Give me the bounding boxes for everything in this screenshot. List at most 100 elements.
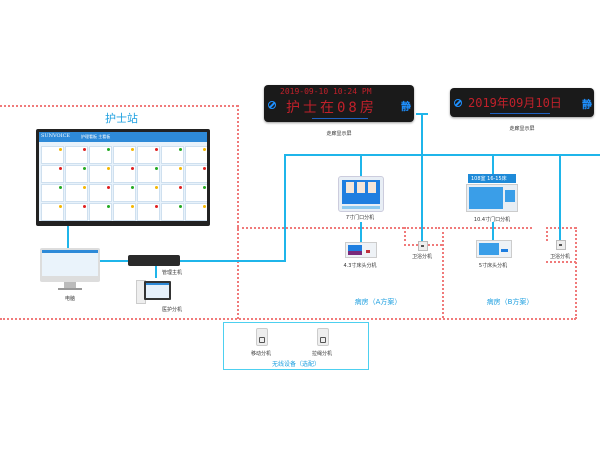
mobile-extension-label: 移动分机 <box>250 351 272 357</box>
link-door7-bedside <box>360 222 362 242</box>
host-label: 管理主机 <box>161 270 183 276</box>
display2-date: 2019年09月10日 <box>468 96 562 110</box>
status-dot <box>83 148 86 151</box>
ward-b-bath-top <box>546 227 576 229</box>
bathroom-b-label: 卫浴分机 <box>549 254 571 260</box>
wireless-zone <box>223 322 369 370</box>
status-dot <box>107 167 110 170</box>
corridor-display-1[interactable]: 2019-09-10 10:24 PM 护士在08房 静 <box>264 85 414 122</box>
ward-a-label: 病房（A方案） <box>354 298 402 306</box>
bathroom-b-device[interactable] <box>556 240 566 250</box>
dashboard-card <box>137 165 160 183</box>
ward-b-top <box>442 227 532 229</box>
door-7inch-device[interactable] <box>338 176 384 212</box>
door-7inch-label: 7寸门口分机 <box>345 215 375 221</box>
dashboard-card <box>161 203 184 221</box>
status-dot <box>107 148 110 151</box>
display1-datetime: 2019-09-10 10:24 PM <box>280 87 372 96</box>
dashboard-card <box>113 165 136 183</box>
status-dot <box>203 167 206 170</box>
ward-b-right <box>575 227 577 319</box>
link-monitor-pc <box>67 226 69 248</box>
no-smoking-icon <box>268 101 276 109</box>
dashboard-card <box>65 165 88 183</box>
status-dot <box>203 148 206 151</box>
dashboard-card <box>113 146 136 164</box>
status-dot <box>179 148 182 151</box>
display2-label: 走廊显示屏 <box>509 126 535 132</box>
mobile-extension-device[interactable] <box>256 328 268 346</box>
dashboard-card <box>185 165 207 183</box>
status-dot <box>179 205 182 208</box>
nurse-zone-top <box>0 105 238 107</box>
ward-a-divider <box>442 227 444 318</box>
ward-b-bath-bottom <box>546 261 576 263</box>
status-dot <box>59 205 62 208</box>
quiet-icon: 静 <box>401 102 411 113</box>
status-dot <box>155 167 158 170</box>
bathroom-a-device[interactable] <box>418 241 428 251</box>
status-dot <box>155 186 158 189</box>
status-dot <box>179 167 182 170</box>
dashboard-card <box>65 184 88 202</box>
dashboard-card <box>41 165 64 183</box>
status-dot <box>131 205 134 208</box>
wireless-label: 无线设备（选配） <box>271 361 321 368</box>
dashboard-card <box>41 203 64 221</box>
dashboard-card <box>89 184 112 202</box>
link-pc-host <box>100 260 128 262</box>
bedside-5-device[interactable] <box>476 240 512 258</box>
pull-cord-extension-device[interactable] <box>317 328 329 346</box>
pc-label: 电脑 <box>64 296 76 302</box>
dashboard-card <box>89 146 112 164</box>
dashboard-card <box>137 146 160 164</box>
dashboard-card <box>161 165 184 183</box>
pull-cord-extension-label: 拉绳分机 <box>311 351 333 357</box>
dashboard-card <box>113 203 136 221</box>
status-dot <box>59 167 62 170</box>
display1-message: 护士在08房 <box>286 100 377 116</box>
status-dot <box>131 148 134 151</box>
link-host-nurse <box>155 264 157 278</box>
link-door10 <box>492 154 494 174</box>
status-dot <box>155 205 158 208</box>
bedside-5-label: 5寸床头分机 <box>478 263 508 269</box>
dashboard-card <box>137 203 160 221</box>
monitor-header-title: 护理看板 主看板 <box>81 134 111 139</box>
status-dot <box>59 148 62 151</box>
nurse-extension-label: 医护分机 <box>161 307 183 313</box>
dashboard-card <box>185 146 207 164</box>
dashboard-card <box>185 184 207 202</box>
ward-a-right-upper <box>404 227 406 241</box>
bus-vertical-left <box>284 154 286 261</box>
status-dot <box>107 186 110 189</box>
door-10inch-device[interactable]: 108室 16-15床 <box>466 174 518 212</box>
dashboard-card <box>41 146 64 164</box>
link-display1-cap <box>416 113 428 115</box>
dashboard-card <box>161 184 184 202</box>
status-dot <box>83 167 86 170</box>
nurse-zone-right <box>237 105 239 319</box>
ward-a-top <box>237 227 404 229</box>
status-dot <box>179 186 182 189</box>
dashboard-card <box>65 146 88 164</box>
host-device[interactable] <box>128 255 180 266</box>
status-dot <box>203 205 206 208</box>
dashboard-monitor[interactable]: SUNVOICE 护理看板 主看板 <box>36 129 210 226</box>
link-door7 <box>360 154 362 176</box>
ward-b-bath-left <box>546 227 548 241</box>
nurse-extension-device[interactable] <box>136 280 172 304</box>
bedside-43-device[interactable] <box>345 242 377 258</box>
no-smoking-icon <box>454 99 462 107</box>
corridor-display-2[interactable]: 2019年09月10日 静 <box>450 88 594 117</box>
dashboard-card <box>161 146 184 164</box>
status-dot <box>83 186 86 189</box>
dashboard-card <box>89 203 112 221</box>
door-10inch-label: 10.4寸门口分机 <box>473 217 511 223</box>
pc-device[interactable] <box>40 248 100 292</box>
dashboard-card <box>65 203 88 221</box>
display1-label: 走廊显示屏 <box>326 131 352 137</box>
bedside-43-label: 4.3寸床头分机 <box>343 263 377 269</box>
quiet-icon: 静 <box>582 100 592 111</box>
status-dot <box>131 186 134 189</box>
